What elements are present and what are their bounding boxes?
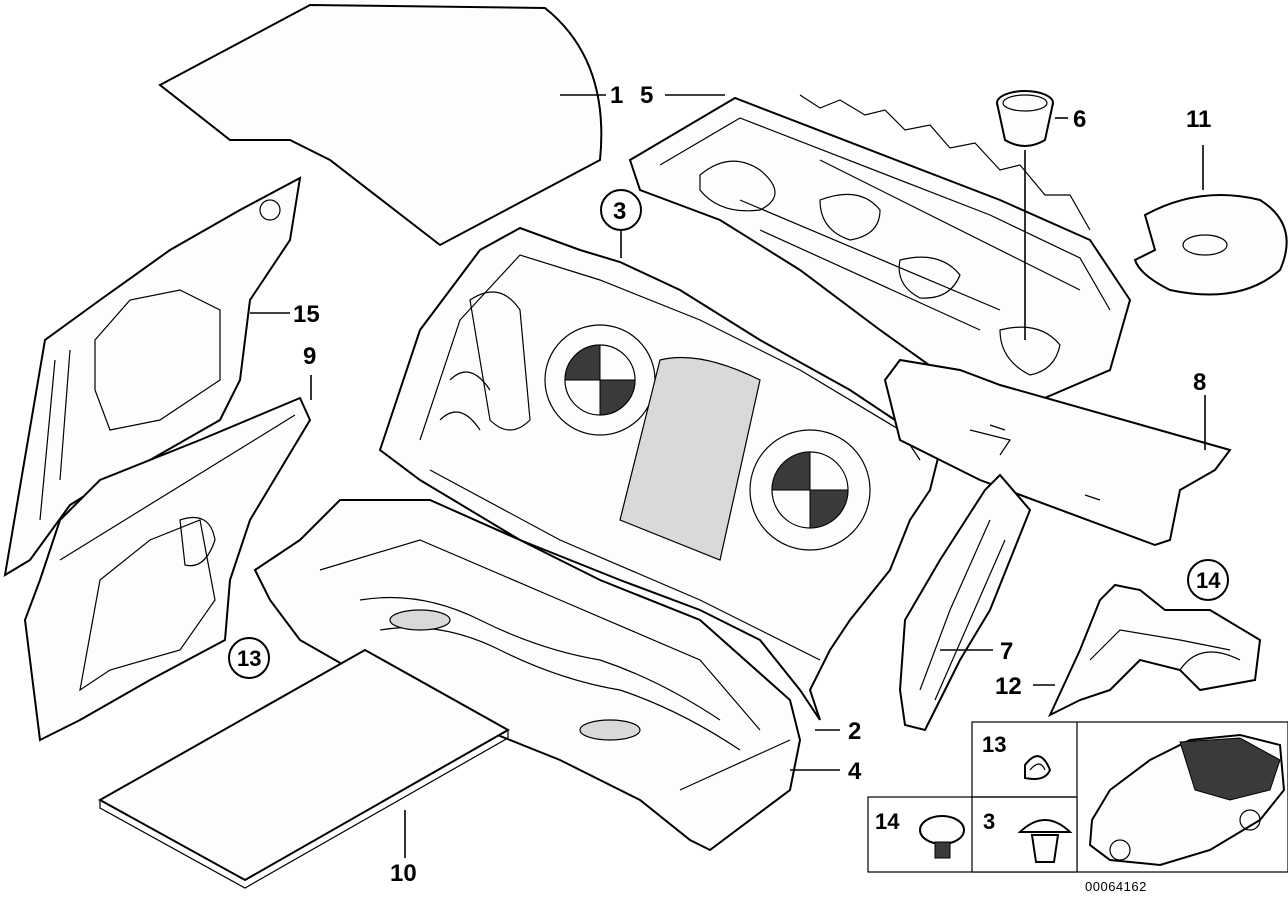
part-11-round-pad bbox=[1133, 194, 1288, 296]
callout-10: 10 bbox=[390, 860, 417, 887]
callout-13: 13 bbox=[237, 646, 261, 671]
part-12-wheelarch bbox=[1047, 583, 1262, 718]
part-1-trunk-mat bbox=[158, 3, 603, 247]
part-9-door-trim bbox=[23, 396, 312, 742]
callout-6: 6 bbox=[1073, 106, 1086, 133]
car-silhouette-icon bbox=[1088, 733, 1286, 867]
callout-2: 2 bbox=[848, 718, 861, 745]
callout-7: 7 bbox=[1000, 638, 1013, 665]
part-3-rear-panel bbox=[378, 226, 942, 721]
callout-14-circle bbox=[1187, 559, 1229, 601]
callout-9: 9 bbox=[303, 343, 316, 370]
part-4-floor-insulation bbox=[253, 499, 802, 852]
callout-14: 14 bbox=[1196, 568, 1221, 593]
callout-5: 5 bbox=[640, 82, 653, 109]
part-7-pillar-trim bbox=[898, 473, 1032, 732]
part-8-shelf-panel bbox=[883, 358, 1232, 547]
callout-3: 3 bbox=[613, 198, 626, 225]
inset-label-14: 14 bbox=[875, 809, 900, 834]
diagram-id: 00064162 bbox=[1085, 879, 1147, 894]
clip-14-icon bbox=[919, 815, 965, 859]
callout-13-circle bbox=[228, 637, 270, 679]
callout-8: 8 bbox=[1193, 369, 1206, 396]
callout-12: 12 bbox=[995, 673, 1022, 700]
callout-11: 11 bbox=[1186, 106, 1211, 133]
callout-15: 15 bbox=[293, 301, 320, 328]
grommet-13-icon bbox=[1024, 755, 1052, 780]
callout-4: 4 bbox=[848, 758, 862, 785]
push-clip-3-icon bbox=[1017, 819, 1073, 863]
inset-label-13: 13 bbox=[982, 732, 1006, 757]
part-10-flat-mat bbox=[97, 648, 511, 889]
callout-3-circle bbox=[600, 189, 642, 231]
part-6-cup bbox=[996, 90, 1054, 147]
callout-1: 1 bbox=[610, 82, 623, 109]
inset-label-3: 3 bbox=[983, 809, 995, 834]
